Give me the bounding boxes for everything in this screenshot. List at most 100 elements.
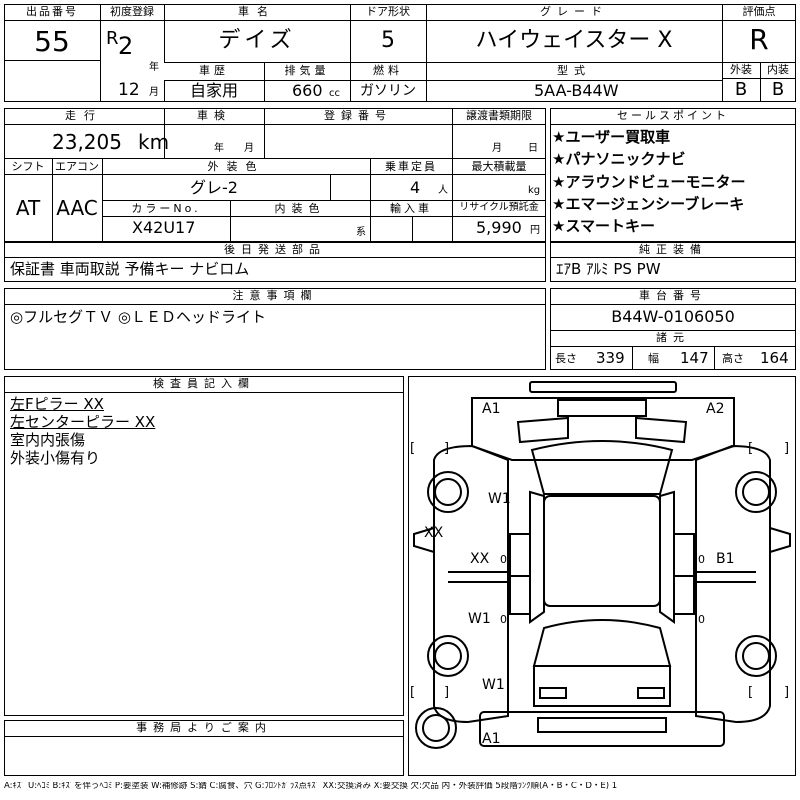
recycle-label: リサイクル預託金 bbox=[459, 202, 539, 213]
later-parts-box bbox=[4, 242, 546, 282]
capacity-label: 乗車定員 bbox=[385, 160, 437, 173]
sales-point-item: ★パナソニックナビ bbox=[552, 150, 686, 168]
transfer-label: 譲渡書類期限 bbox=[466, 109, 532, 122]
doors-value: 5 bbox=[381, 28, 395, 53]
color-value: グレ-2 bbox=[190, 178, 238, 197]
mark-bracket: [ bbox=[410, 441, 416, 456]
mark-w1: W1 bbox=[468, 611, 491, 627]
exterior-label: 外装 bbox=[730, 63, 752, 76]
ac-value: AAC bbox=[56, 196, 98, 220]
score-label: 評価点 bbox=[742, 5, 776, 18]
fuel-label: 燃料 bbox=[373, 64, 403, 77]
grade-label: グレード bbox=[540, 5, 608, 18]
lot-label: 出品番号 bbox=[26, 5, 78, 18]
mileage-unit: km bbox=[138, 130, 170, 154]
recycle-value: 5,990 bbox=[476, 218, 522, 237]
sales-point-item: ★アラウンドビューモニター bbox=[552, 173, 746, 191]
transfer-month: 月 bbox=[492, 143, 502, 154]
color-no-value: X42U17 bbox=[132, 218, 196, 237]
mark-bracket: [ bbox=[410, 685, 416, 700]
mark-xx-side: XX bbox=[424, 525, 444, 541]
model-name: デイズ bbox=[218, 28, 296, 53]
inspector-line: 左Fピラー XX bbox=[10, 395, 104, 413]
sales-points-label: セールスポイント bbox=[617, 109, 729, 122]
era: R bbox=[106, 28, 119, 49]
mark-a1-top: A1 bbox=[482, 401, 501, 417]
int-color-unit: 系 bbox=[356, 227, 366, 238]
lot-number: 55 bbox=[34, 25, 70, 58]
doors-label: ドア形状 bbox=[366, 5, 410, 18]
grade-value: ハイウェイスター X bbox=[475, 28, 673, 53]
equipment-label: 純正装備 bbox=[639, 243, 707, 256]
shift-label: シフト bbox=[11, 160, 45, 173]
capacity-unit: 人 bbox=[438, 185, 448, 196]
type-label: 型式 bbox=[557, 64, 591, 77]
exterior-grade: B bbox=[734, 79, 748, 100]
mark-xx-inner: XX bbox=[470, 551, 490, 567]
inspection-month-unit: 月 bbox=[244, 143, 254, 154]
ac-label: エアコン bbox=[55, 160, 99, 173]
year-unit: 年 bbox=[149, 62, 159, 73]
chassis-box bbox=[550, 288, 796, 370]
length-label: 長さ bbox=[555, 352, 577, 365]
mark-bracket: ] bbox=[784, 441, 790, 456]
fuel-value: ガソリン bbox=[360, 83, 416, 99]
mark-zero: 0 bbox=[698, 613, 705, 626]
mark-w1: W1 bbox=[488, 491, 511, 507]
mark-bracket: ] bbox=[784, 685, 790, 700]
score-value: R bbox=[749, 23, 769, 56]
shift-value: AT bbox=[15, 196, 41, 220]
capacity-value: 4 bbox=[410, 178, 421, 197]
reg-no-label: 登録番号 bbox=[324, 109, 392, 122]
interior-label: 内装 bbox=[767, 63, 789, 76]
sales-point-item: ★ユーザー買取車 bbox=[552, 128, 671, 146]
office-label: 事務局よりご案内 bbox=[136, 721, 272, 734]
notes-value: ◎フルセグＴＶ ◎ＬＥＤヘッドライト bbox=[10, 308, 266, 326]
width-label: 幅 bbox=[648, 352, 659, 365]
car-diagram-box bbox=[408, 376, 796, 776]
mark-zero: 0 bbox=[500, 613, 507, 626]
inspector-line: 外装小傷有り bbox=[10, 449, 101, 467]
height-label: 高さ bbox=[722, 352, 744, 365]
office-box bbox=[4, 720, 404, 776]
model-label: 車名 bbox=[238, 5, 276, 18]
displacement-value: 660 bbox=[292, 81, 323, 100]
sales-point-item: ★スマートキー bbox=[552, 217, 655, 235]
later-parts-label: 後日発送部品 bbox=[224, 243, 326, 256]
import-label: 輸入車 bbox=[390, 202, 432, 215]
recycle-unit: 円 bbox=[530, 225, 540, 236]
color-no-label: カラーNo. bbox=[131, 202, 201, 215]
car-diagram bbox=[413, 381, 791, 749]
int-color-label: 内装色 bbox=[274, 202, 326, 215]
later-parts-value: 保証書 車両取説 予備キー ナビロム bbox=[10, 260, 250, 278]
displacement-label: 排気量 bbox=[284, 64, 330, 77]
type-value: 5AA-B44W bbox=[534, 81, 619, 100]
first-reg-label: 初度登録 bbox=[110, 5, 154, 18]
inspector-line: 室内内張傷 bbox=[10, 431, 86, 449]
inspector-box bbox=[4, 376, 404, 716]
legend-text: A:ｷｽﾞ U:ﾍｺﾐ B:ｷｽﾞを伴うﾍｺﾐ P:要塗装 W:補修跡 S:錆 … bbox=[4, 782, 618, 791]
transfer-day: 日 bbox=[528, 143, 538, 154]
interior-grade: B bbox=[771, 79, 785, 100]
notes-box bbox=[4, 288, 546, 370]
chassis-value: B44W-0106050 bbox=[611, 307, 735, 326]
era-year: 2 bbox=[118, 32, 134, 60]
length-value: 339 bbox=[596, 349, 625, 367]
load-unit: kg bbox=[528, 185, 541, 196]
reg-month: 12 bbox=[118, 80, 140, 100]
history-value: 自家用 bbox=[189, 81, 238, 100]
width-value: 147 bbox=[680, 349, 709, 367]
chassis-label: 車台番号 bbox=[639, 289, 707, 302]
mark-zero: 0 bbox=[500, 553, 507, 566]
vehicle-details-table bbox=[4, 108, 546, 242]
mark-b1: B1 bbox=[716, 551, 735, 567]
sales-points-box bbox=[550, 108, 796, 242]
mark-a1-bottom: A1 bbox=[482, 731, 501, 747]
mark-a2-top: A2 bbox=[706, 401, 725, 417]
load-label: 最大積載量 bbox=[471, 160, 527, 173]
mileage-value: 23,205 bbox=[52, 130, 122, 154]
notes-label: 注意事項欄 bbox=[232, 289, 318, 302]
inspector-line: 左センターピラー XX bbox=[10, 413, 156, 431]
inspector-label: 検査員記入欄 bbox=[153, 377, 255, 390]
color-label: 外装色 bbox=[207, 160, 265, 173]
